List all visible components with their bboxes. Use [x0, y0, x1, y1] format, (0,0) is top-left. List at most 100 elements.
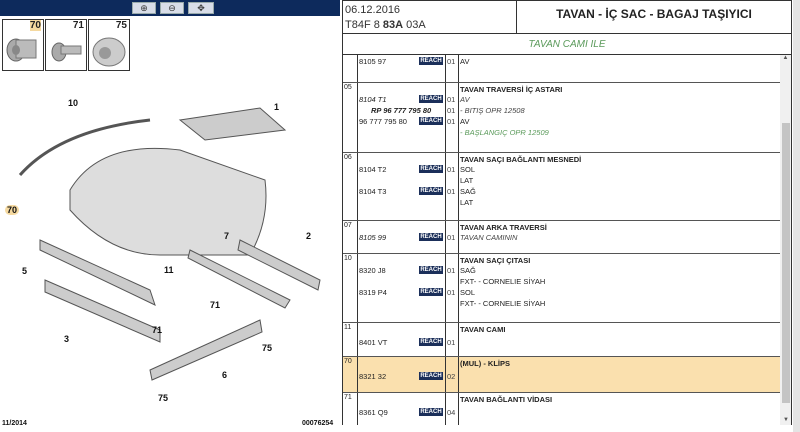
- quantity: 04: [447, 408, 456, 417]
- parts-panel: 06.12.2016 T84F 8 83A 03A TAVAN - İÇ SAC…: [342, 0, 793, 432]
- thumbnail-75[interactable]: 75: [88, 19, 130, 71]
- date: 06.12.2016: [345, 4, 401, 16]
- part-description: LAT: [460, 176, 474, 185]
- scroll-down-icon[interactable]: ▼: [783, 417, 789, 423]
- part-number[interactable]: 8105 97: [359, 57, 387, 66]
- side-panel-edge: [793, 0, 800, 432]
- thumbnail-label: 70: [29, 20, 41, 31]
- reach-badge[interactable]: REACH: [419, 338, 443, 346]
- part-number[interactable]: 8361 Q9: [359, 408, 388, 417]
- quantity: 01: [447, 117, 456, 126]
- part-description: TAVAN CAMININ: [460, 233, 518, 242]
- zoom-out-icon[interactable]: ⊖: [160, 2, 184, 14]
- part-description: - BITIŞ OPR 12508: [460, 106, 525, 115]
- reach-badge[interactable]: REACH: [419, 233, 443, 241]
- thumbnail-label: 71: [72, 20, 84, 31]
- table-row[interactable]: 70 (MUL) - KLİPS 8321 32 REACH 02: [343, 357, 780, 393]
- reach-badge[interactable]: REACH: [419, 288, 443, 296]
- callout-2[interactable]: 2: [306, 231, 312, 241]
- reach-badge[interactable]: REACH: [419, 57, 443, 65]
- reach-badge[interactable]: REACH: [419, 117, 443, 125]
- quantity: 02: [447, 372, 456, 381]
- reach-badge[interactable]: REACH: [419, 408, 443, 416]
- part-description: SOL: [460, 288, 476, 297]
- part-title: TAVAN SAÇI ÇITASI: [460, 256, 531, 265]
- part-number[interactable]: 8104 T2: [359, 165, 387, 174]
- part-title: TAVAN TRAVERSİ: [460, 55, 524, 56]
- callout-71[interactable]: 71: [210, 300, 221, 310]
- part-title: TAVAN SAÇI BAĞLANTI MESNEDİ: [460, 155, 582, 164]
- part-description: AV: [460, 57, 470, 66]
- ref-number: 05: [344, 84, 352, 91]
- quantity: 01: [447, 95, 456, 104]
- table-row[interactable]: 07 TAVAN ARKA TRAVERSİ 8105 99 REACH 01 TAVA…: [343, 221, 780, 254]
- reach-badge[interactable]: REACH: [419, 266, 443, 274]
- part-description: SAĞ: [460, 187, 476, 196]
- reach-badge[interactable]: REACH: [419, 165, 443, 173]
- pan-icon[interactable]: ✥: [188, 2, 214, 14]
- part-number[interactable]: RP 96 777 795 80: [371, 106, 432, 115]
- part-description: FXT- - CORNELIE SİYAH: [460, 277, 546, 286]
- quantity: 01: [447, 187, 456, 196]
- callout-7[interactable]: 7: [224, 231, 230, 241]
- table-row[interactable]: 11 TAVAN CAMI 8401 VT REACH 01: [343, 323, 780, 357]
- callout-11[interactable]: 11: [164, 265, 174, 275]
- part-number[interactable]: 8319 P4: [359, 288, 387, 297]
- quantity: 01: [447, 233, 456, 242]
- reach-badge[interactable]: REACH: [419, 95, 443, 103]
- callout-1[interactable]: 1: [274, 102, 280, 112]
- thumbnail-label: 75: [115, 20, 127, 31]
- callout-6[interactable]: 6: [222, 370, 228, 380]
- parts-header: 06.12.2016 T84F 8 83A 03A TAVAN - İÇ SAC…: [342, 0, 792, 34]
- part-number[interactable]: 8401 VT: [359, 338, 388, 347]
- quantity: 01: [447, 288, 456, 297]
- part-number[interactable]: 8321 32: [359, 372, 387, 381]
- ref-number: 10: [344, 255, 352, 262]
- part-description: SAĞ: [460, 266, 476, 275]
- part-number[interactable]: 96 777 795 80: [359, 117, 407, 126]
- callout-75[interactable]: 75: [262, 343, 273, 353]
- part-description: SOL: [460, 165, 476, 174]
- page-title: TAVAN - İÇ SAC - BAGAJ TAŞIYICI: [556, 7, 752, 21]
- scroll-thumb[interactable]: [782, 123, 790, 403]
- part-number[interactable]: 8104 T3: [359, 187, 387, 196]
- table-row[interactable]: 06 TAVAN SAÇI BAĞLANTI MESNEDİ 8104 T2 REA…: [343, 153, 780, 221]
- part-title: (MUL) - KLİPS: [460, 359, 510, 368]
- part-number[interactable]: 8320 J8: [359, 266, 386, 275]
- callout-75[interactable]: 75: [158, 393, 169, 403]
- callout-10[interactable]: 10: [68, 98, 79, 108]
- table-row[interactable]: 10 TAVAN SAÇI ÇITASI 8320 J8 REACH 01 SAĞ FXT…: [343, 254, 780, 323]
- diagram-toolbar: ⊕ ⊖ ✥: [0, 0, 340, 16]
- part-number[interactable]: 8105 99: [359, 233, 387, 242]
- part-title: TAVAN ARKA TRAVERSİ: [460, 223, 547, 232]
- diagram-date: 11/2014: [2, 420, 27, 427]
- ref-number: 06: [344, 154, 352, 161]
- diagram-number: 00076254: [302, 420, 334, 427]
- reach-badge[interactable]: REACH: [419, 372, 443, 380]
- ref-number: 71: [344, 394, 352, 401]
- scrollbar[interactable]: ▲ ▼: [780, 55, 792, 425]
- thumbnail-70[interactable]: 70: [2, 19, 44, 71]
- callout-3[interactable]: 3: [64, 334, 70, 344]
- thumbnail-71[interactable]: 71: [45, 19, 87, 71]
- callout-5[interactable]: 5: [22, 266, 28, 276]
- screw-icon: [51, 42, 82, 62]
- ref-number: 07: [344, 222, 352, 229]
- ref-number: 70: [344, 358, 352, 365]
- callout-70[interactable]: 70: [5, 205, 20, 215]
- part-number[interactable]: 8104 T1: [359, 95, 387, 104]
- quantity: 01: [447, 338, 456, 347]
- reach-badge[interactable]: REACH: [419, 187, 443, 195]
- part-description: AV: [460, 95, 470, 104]
- part-description: LAT: [460, 198, 474, 207]
- scroll-up-icon[interactable]: ▲: [782, 55, 789, 61]
- ref-number: 11: [344, 324, 352, 331]
- vehicle-code: T84F 8 83A 03A: [345, 19, 426, 31]
- part-title: TAVAN CAMI: [460, 325, 506, 334]
- zoom-in-icon[interactable]: ⊕: [132, 2, 156, 14]
- callout-71[interactable]: 71: [152, 325, 163, 335]
